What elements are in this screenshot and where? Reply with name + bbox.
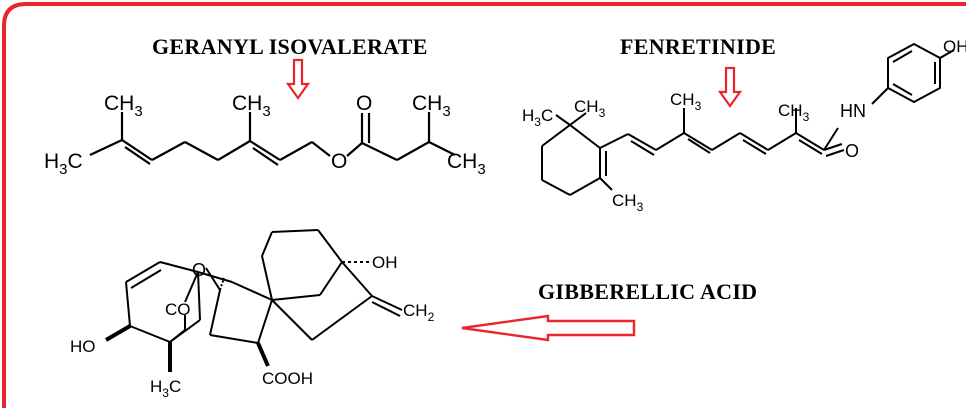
- geranyl-ester-o-label: O: [331, 150, 347, 173]
- fenretinide-ch3-label: CH3: [670, 90, 702, 113]
- geranyl-h3c-label: H3C: [44, 150, 83, 178]
- down-arrow-icon: [285, 58, 311, 100]
- gibberellic-acid-title: GIBBERELLIC ACID: [538, 279, 758, 304]
- geranyl-ch3-label: CH3: [447, 150, 486, 178]
- fenretinide-ch3-label: CH3: [574, 97, 606, 120]
- left-arrow-icon: [461, 314, 636, 342]
- gibberellic-co-label: CO: [165, 300, 191, 319]
- gibberellic-ho-label: HO: [70, 337, 96, 356]
- geranyl-isovalerate-title: GERANYL ISOVALERATE: [152, 34, 428, 59]
- geranyl-ch3-label: CH3: [104, 92, 143, 120]
- down-arrow-icon: [717, 66, 743, 108]
- fenretinide-o-label: O: [845, 141, 859, 161]
- gibberellic-acid-structure: [104, 229, 403, 372]
- gibberellic-ch2-label: CH2: [403, 301, 435, 324]
- geranyl-ch3-label: CH3: [232, 92, 271, 120]
- fenretinide-ch3-label: CH3: [778, 101, 810, 124]
- gibberellic-oh-label: OH: [372, 253, 398, 272]
- gibberellic-cooh-label: COOH: [262, 369, 313, 388]
- gibberellic-h3c-label: H3C: [150, 377, 181, 400]
- gibberellic-o-bridge-label: O: [192, 260, 206, 280]
- fenretinide-hn-label: HN: [840, 101, 866, 121]
- geranyl-carbonyl-o-label: O: [356, 92, 372, 115]
- fenretinide-title: FENRETINIDE: [620, 34, 777, 59]
- fenretinide-oh-label: OH: [943, 37, 966, 56]
- geranyl-isovalerate-structure: [89, 112, 456, 166]
- fenretinide-ch3-label: CH3: [612, 191, 644, 214]
- fenretinide-structure: [541, 43, 955, 196]
- geranyl-ch3-label: CH3: [412, 92, 451, 120]
- fenretinide-h3c-label: H3C: [522, 106, 553, 129]
